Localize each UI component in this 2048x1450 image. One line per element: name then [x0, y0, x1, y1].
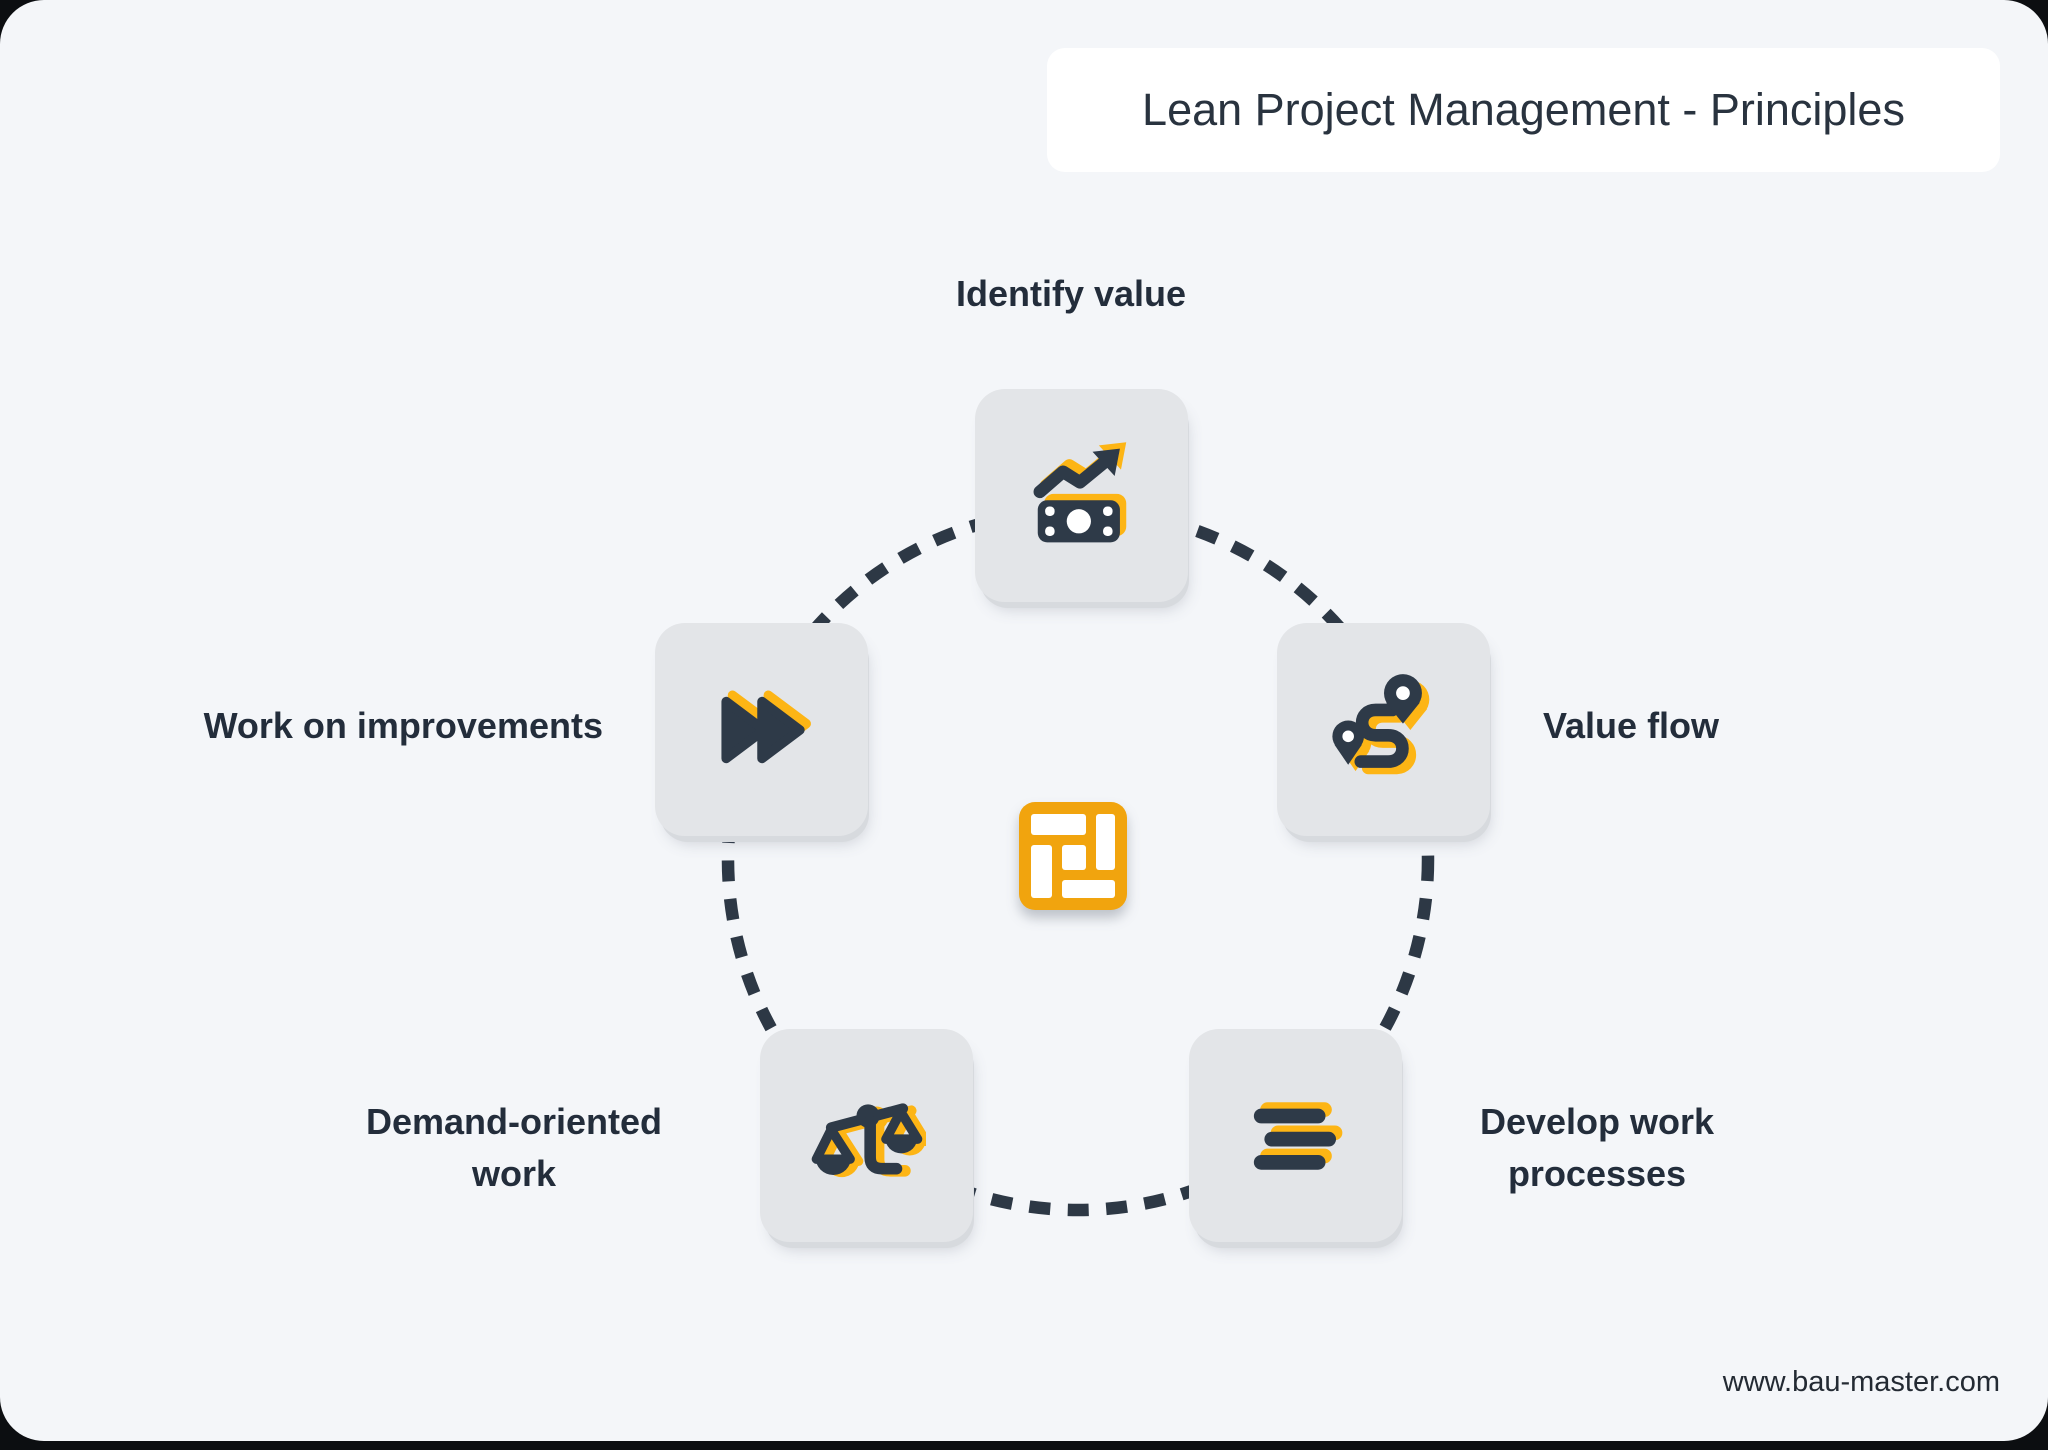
icon-box-develop-work-processes [1189, 1029, 1402, 1242]
icon-box-identify-value [975, 389, 1188, 602]
icon-box-value-flow [1277, 623, 1490, 836]
icon-box-demand-oriented-work [760, 1029, 973, 1242]
route-icon [1331, 673, 1429, 774]
align-bars-icon [1253, 1101, 1342, 1170]
label-demand-oriented-work: Demand-oriented work [365, 1101, 663, 1195]
title-card: Lean Project Management - Principles [1047, 48, 2000, 172]
fast-forward-icon [720, 689, 811, 763]
page-title: Lean Project Management - Principles [1142, 84, 1905, 135]
kanban-layout-icon [1019, 802, 1127, 910]
center-icon-wrap [1016, 799, 1130, 913]
money-growth-icon [1033, 441, 1126, 542]
label-develop-work-processes: Develop work processes [1479, 1101, 1715, 1195]
label-value-flow: Value flow [1543, 705, 1720, 746]
website-url: www.bau-master.com [1722, 1366, 2000, 1398]
balance-scales-icon [811, 1102, 926, 1177]
label-identify-value: Identify value [955, 273, 1187, 314]
icon-box-work-on-improvements [655, 623, 868, 836]
label-work-on-improvements: Work on improvements [203, 705, 603, 746]
